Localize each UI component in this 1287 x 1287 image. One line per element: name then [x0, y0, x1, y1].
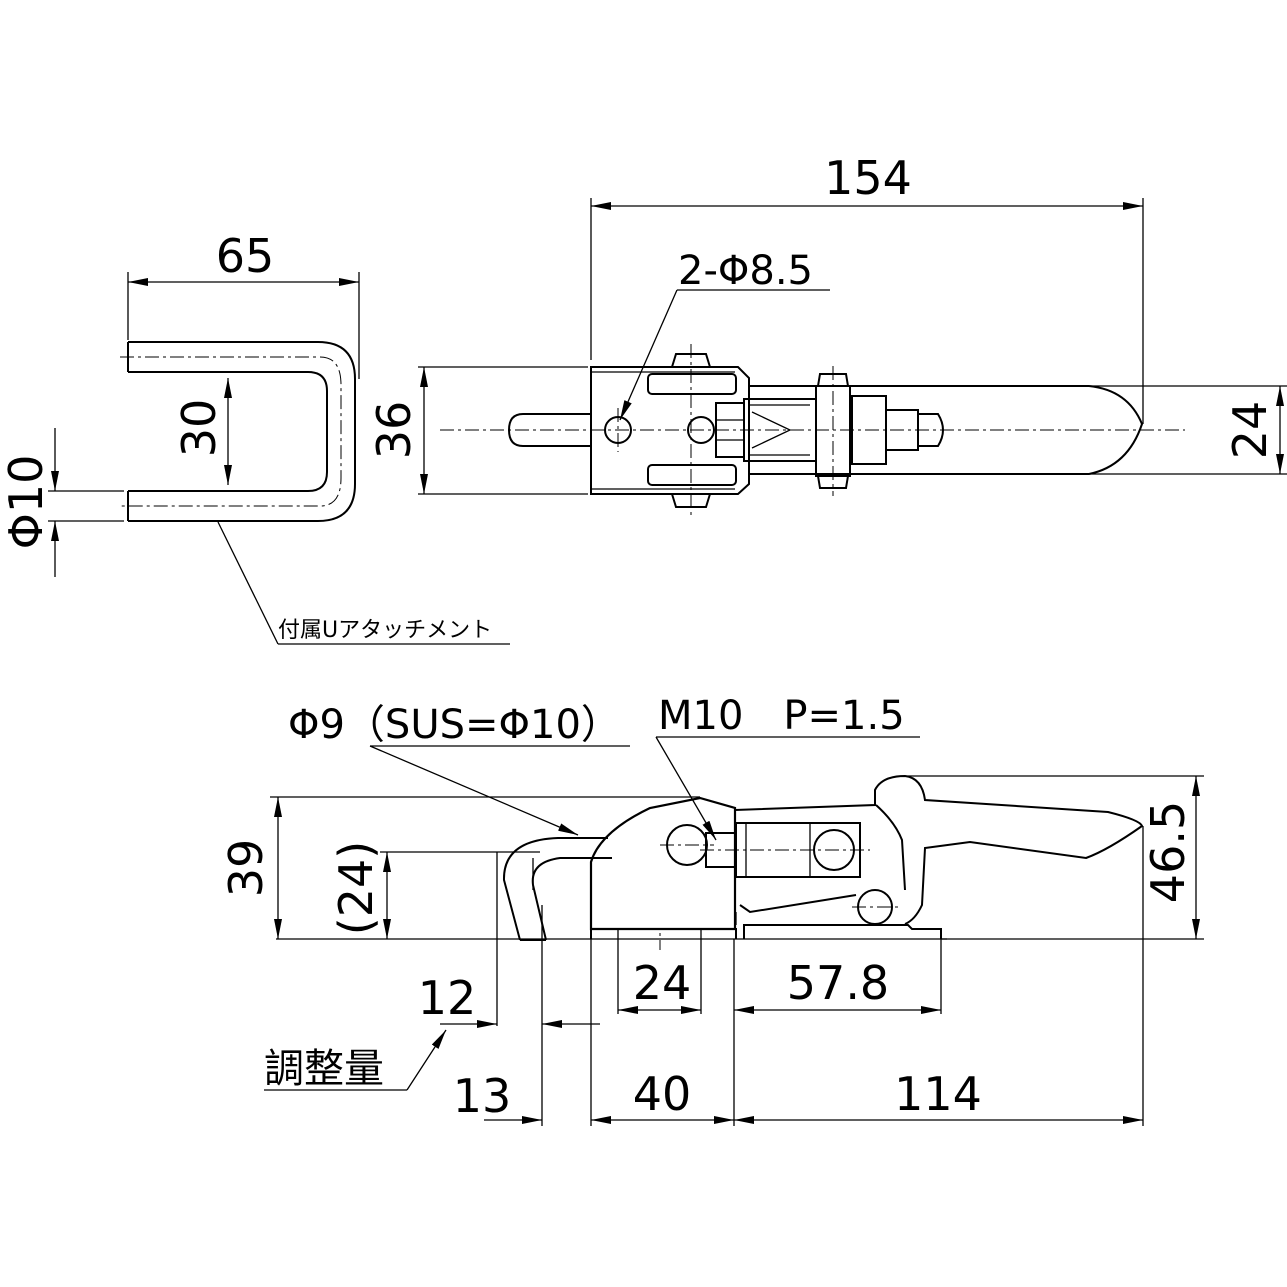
adjust-label: 調整量 [264, 1046, 384, 1092]
u-rod-diameter-dim: Φ10 [0, 455, 53, 550]
holes-note: 2-Φ8.5 [678, 248, 813, 294]
hook-wire-note: Φ9（SUS=Φ10） [288, 702, 621, 748]
hook-offset-dim: 13 [453, 1069, 512, 1123]
hole-pitch-dim: 24 [633, 956, 692, 1010]
u-attachment-view: 65 30 Φ10 付属Uアタッチメント [0, 229, 510, 645]
handle-length-dim: 114 [894, 1067, 982, 1121]
side-view: 39 (24) 46.5 Φ9（SUS=Φ10） M10 P=1.5 12 調整… [219, 693, 1204, 1126]
base-width-dim: 36 [367, 401, 421, 460]
attachment-note: 付属Uアタッチメント [278, 618, 492, 643]
base-length-dim: 40 [633, 1067, 692, 1121]
handle-width-dim: 24 [1223, 401, 1277, 460]
hook-height-dim: (24) [329, 841, 383, 935]
height-dim: 39 [219, 839, 273, 898]
u-width-dim: 65 [216, 229, 275, 283]
overall-length-dim: 154 [824, 151, 912, 205]
thread-note: M10 P=1.5 [658, 693, 905, 739]
u-inner-dim: 30 [172, 399, 226, 458]
handle-offset-dim: 57.8 [787, 956, 889, 1010]
adjust-dim: 12 [418, 971, 477, 1025]
top-view: 154 2-Φ8.5 36 24 [367, 151, 1287, 517]
handle-height-dim: 46.5 [1141, 801, 1195, 903]
